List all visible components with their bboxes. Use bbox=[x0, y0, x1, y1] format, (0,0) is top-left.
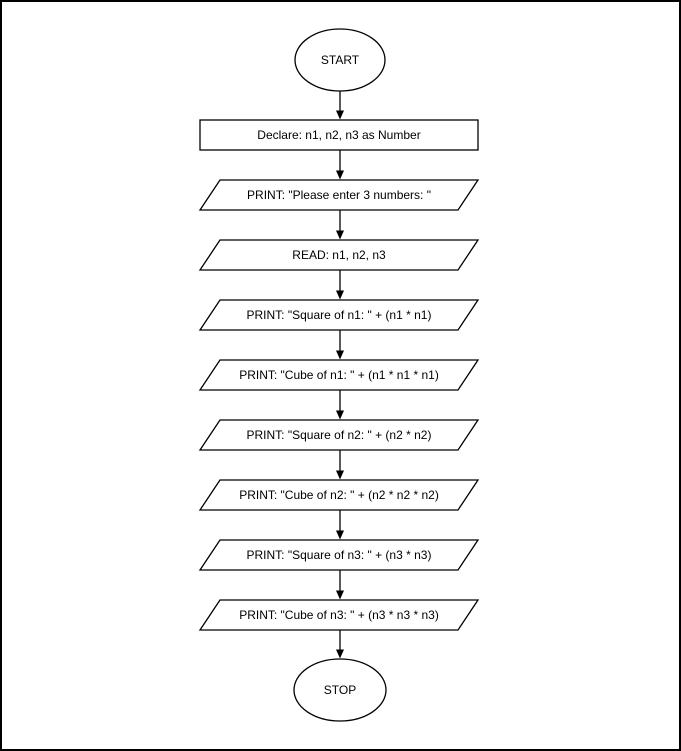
node-label: START bbox=[321, 53, 360, 67]
node-label: PRINT: "Square of n2: " + (n2 * n2) bbox=[247, 428, 432, 442]
node-label: PRINT: "Square of n3: " + (n3 * n3) bbox=[247, 548, 432, 562]
arrowhead-icon bbox=[336, 290, 344, 300]
flow-connector-start-declare bbox=[336, 91, 344, 120]
process-shape bbox=[199, 119, 479, 151]
terminator-shape bbox=[293, 658, 387, 722]
flowchart-node-print-square-n1: PRINT: "Square of n1: " + (n1 * n1) bbox=[198, 299, 480, 331]
flowchart-node-print-square-n2: PRINT: "Square of n2: " + (n2 * n2) bbox=[198, 419, 480, 451]
flow-connector-square-n1-cube-n1 bbox=[336, 330, 344, 360]
flowchart-node-stop: STOP bbox=[293, 658, 387, 722]
io-shape bbox=[198, 419, 480, 451]
flow-connector-square-n2-cube-n2 bbox=[336, 450, 344, 480]
node-label: PRINT: "Cube of n2: " + (n2 * n2 * n2) bbox=[239, 488, 439, 502]
node-label: PRINT: "Cube of n1: " + (n1 * n1 * n1) bbox=[239, 368, 439, 382]
flow-connector-cube-n1-square-n2 bbox=[336, 390, 344, 420]
arrowhead-icon bbox=[336, 530, 344, 540]
flow-connector-read-print-square-n1 bbox=[336, 270, 344, 300]
flowchart-node-print-cube-n2: PRINT: "Cube of n2: " + (n2 * n2 * n2) bbox=[198, 479, 480, 511]
flowchart-node-print-cube-n1: PRINT: "Cube of n1: " + (n1 * n1 * n1) bbox=[198, 359, 480, 391]
flow-connector-square-n3-cube-n3 bbox=[336, 570, 344, 600]
flow-connector-declare-print-prompt bbox=[336, 150, 344, 180]
io-shape bbox=[198, 539, 480, 571]
io-shape bbox=[198, 179, 480, 211]
arrowhead-icon bbox=[336, 470, 344, 480]
node-label: PRINT: "Square of n1: " + (n1 * n1) bbox=[247, 308, 432, 322]
io-shape bbox=[198, 359, 480, 391]
arrowhead-icon bbox=[336, 170, 344, 180]
flowchart-node-print-square-n3: PRINT: "Square of n3: " + (n3 * n3) bbox=[198, 539, 480, 571]
flowchart-node-read-inputs: READ: n1, n2, n3 bbox=[198, 239, 480, 271]
flow-connector-cube-n3-stop bbox=[336, 630, 344, 659]
node-label: PRINT: "Cube of n3: " + (n3 * n3 * n3) bbox=[239, 608, 439, 622]
node-label: PRINT: "Please enter 3 numbers: " bbox=[247, 188, 431, 202]
io-shape bbox=[198, 479, 480, 511]
arrowhead-icon bbox=[336, 590, 344, 600]
node-label: Declare: n1, n2, n3 as Number bbox=[257, 128, 420, 142]
flow-connector-cube-n2-square-n3 bbox=[336, 510, 344, 540]
arrowhead-icon bbox=[336, 350, 344, 360]
flowchart-node-start: START bbox=[294, 28, 386, 92]
flowchart-node-print-prompt: PRINT: "Please enter 3 numbers: " bbox=[198, 179, 480, 211]
flow-connector-print-prompt-read bbox=[336, 210, 344, 240]
io-shape bbox=[198, 239, 480, 271]
arrowhead-icon bbox=[336, 410, 344, 420]
arrowhead-icon bbox=[336, 230, 344, 240]
flowchart-node-declare: Declare: n1, n2, n3 as Number bbox=[199, 119, 479, 151]
flowchart-node-print-cube-n3: PRINT: "Cube of n3: " + (n3 * n3 * n3) bbox=[198, 599, 480, 631]
io-shape bbox=[198, 599, 480, 631]
node-label: STOP bbox=[324, 683, 356, 697]
arrowhead-icon bbox=[336, 110, 344, 120]
arrowhead-icon bbox=[336, 649, 344, 659]
io-shape bbox=[198, 299, 480, 331]
node-label: READ: n1, n2, n3 bbox=[292, 248, 386, 262]
